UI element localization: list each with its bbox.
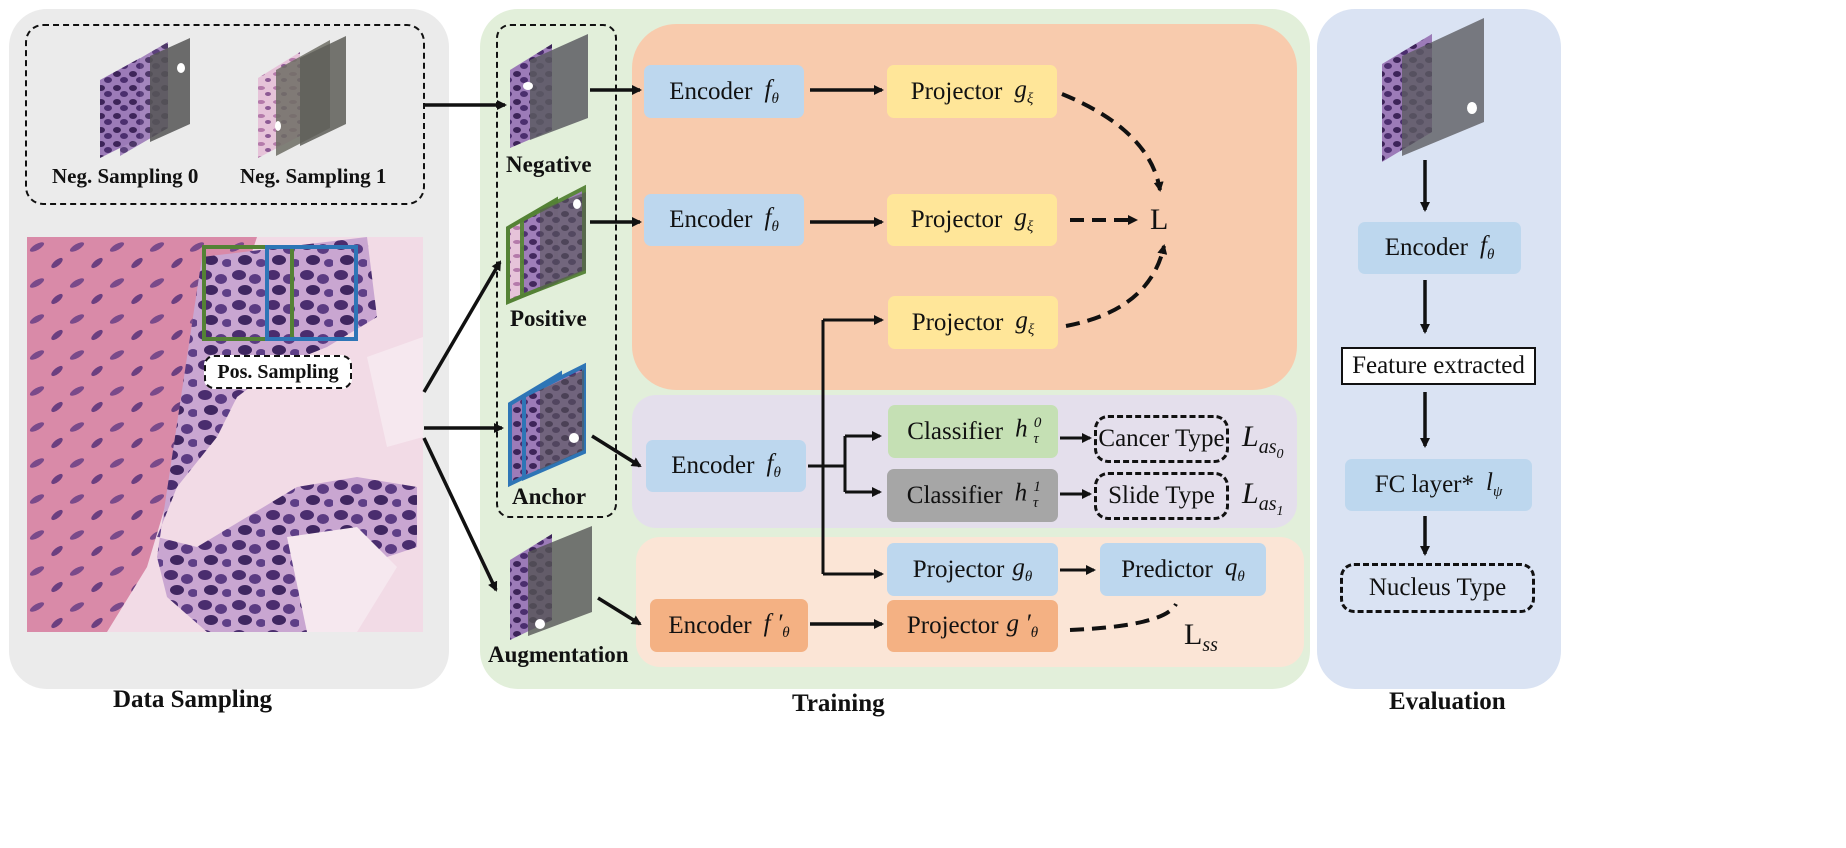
cancer-type-output: Cancer Type xyxy=(1094,415,1229,463)
slide-loss-label: Las1 xyxy=(1242,477,1284,519)
anchor-branch-lines xyxy=(808,315,884,579)
encoder-positive: Encoder fθ xyxy=(644,194,804,246)
projector-anchor: Projector gξ xyxy=(888,296,1058,349)
encoder-augmentation: Encoder f ′θ xyxy=(650,599,808,652)
classifier-0-symbol: h 0τ xyxy=(1015,415,1042,447)
projector-xi-symbol: gξ xyxy=(1014,75,1034,107)
negative-sampling-group xyxy=(25,24,425,205)
projector-theta-symbol: gθ xyxy=(1012,553,1033,585)
evaluation-encoder-label: Encoder xyxy=(1384,234,1468,261)
anchor-view-patch xyxy=(508,362,586,488)
feature-extracted-text: Feature extracted xyxy=(1352,352,1525,379)
training-title: Training xyxy=(792,690,885,717)
encoder-anchor: Encoder fθ xyxy=(646,440,806,492)
projector-prime: Projector g ′θ xyxy=(887,600,1058,652)
negative-view-patch xyxy=(510,34,588,148)
classifier-arrows xyxy=(1060,433,1096,575)
projector-label: Projector xyxy=(910,77,1003,105)
fc-layer-symbol: lψ xyxy=(1486,469,1503,500)
neg-sampling-0-patch xyxy=(100,38,190,158)
slide-type-text: Slide Type xyxy=(1108,482,1215,509)
projector-xi-symbol: gξ xyxy=(1014,204,1034,235)
classifier-label: Classifier xyxy=(906,481,1003,509)
slide-type-output: Slide Type xyxy=(1094,472,1229,520)
encoder-prime-symbol: f ′θ xyxy=(763,609,790,641)
anchor-label: Anchor xyxy=(512,484,587,509)
neg-sampling-1-label: Neg. Sampling 1 xyxy=(240,164,387,188)
encoder-label: Encoder xyxy=(671,452,755,479)
evaluation-title: Evaluation xyxy=(1389,688,1506,715)
projector-label: Projector xyxy=(910,206,1003,233)
neg-sampling-0-label: Neg. Sampling 0 xyxy=(52,164,199,188)
predictor-label: Predictor xyxy=(1121,555,1213,583)
encoder-label: Encoder xyxy=(669,77,753,105)
neg-sampling-1-patch xyxy=(258,36,346,158)
evaluation-encoder-symbol: fθ xyxy=(1479,232,1495,263)
encoder-label: Encoder xyxy=(668,611,752,639)
encoder-label: Encoder xyxy=(669,206,753,233)
view-encoder-arrows xyxy=(590,85,642,626)
negative-label: Negative xyxy=(506,152,592,177)
classifier-label: Classifier xyxy=(907,417,1004,445)
classifier-slide: Classifier h 1τ xyxy=(887,469,1058,522)
encoder-negative: Encoder fθ xyxy=(644,65,804,118)
encoder-symbol: fθ xyxy=(766,450,781,481)
loss-curves xyxy=(1061,92,1178,632)
projector-label: Projector xyxy=(911,308,1004,336)
positive-sampling-green-frame xyxy=(202,245,294,341)
pos-sampling-label: Pos. Sampling xyxy=(204,355,352,389)
augmentation-label: Augmentation xyxy=(488,642,629,667)
sampling-arrows xyxy=(422,100,507,592)
positive-sampling-blue-frame xyxy=(265,245,358,341)
projector-label: Projector xyxy=(906,612,999,639)
positive-label: Positive xyxy=(510,306,587,331)
projector-xi-symbol: gξ xyxy=(1015,306,1035,338)
data-sampling-title: Data Sampling xyxy=(113,686,273,713)
encoder-projector-arrows xyxy=(810,85,884,629)
evaluation-encoder: Encoder fθ xyxy=(1358,222,1521,274)
pos-sampling-text: Pos. Sampling xyxy=(217,360,339,383)
augmentation-view-patch xyxy=(510,526,592,640)
feature-extracted-box: Feature extracted xyxy=(1341,347,1536,385)
fc-layer-label: FC layer* xyxy=(1374,471,1474,498)
predictor-symbol: qθ xyxy=(1224,553,1245,585)
encoder-symbol: fθ xyxy=(764,204,779,235)
cancer-type-text: Cancer Type xyxy=(1098,425,1225,452)
encoder-symbol: fθ xyxy=(764,75,779,107)
classifier-cancer: Classifier h 0τ xyxy=(888,405,1058,458)
cancer-loss-label: Las0 xyxy=(1242,420,1284,462)
projector-label: Projector xyxy=(912,555,1005,583)
predictor-theta: Predictor qθ xyxy=(1100,543,1266,596)
nucleus-type-text: Nucleus Type xyxy=(1368,574,1507,601)
projector-prime-symbol: g ′θ xyxy=(1006,610,1039,641)
contrastive-loss-label: L xyxy=(1150,203,1169,236)
positive-view-patch xyxy=(506,184,586,305)
self-supervised-loss-label: Lss xyxy=(1184,618,1218,656)
nucleus-type-output: Nucleus Type xyxy=(1340,563,1535,613)
evaluation-patch xyxy=(1382,18,1484,162)
projector-negative: Projector gξ xyxy=(887,65,1057,118)
fc-layer-box: FC layer* lψ xyxy=(1345,459,1532,511)
classifier-1-symbol: h 1τ xyxy=(1014,479,1041,511)
projector-positive: Projector gξ xyxy=(887,194,1057,246)
